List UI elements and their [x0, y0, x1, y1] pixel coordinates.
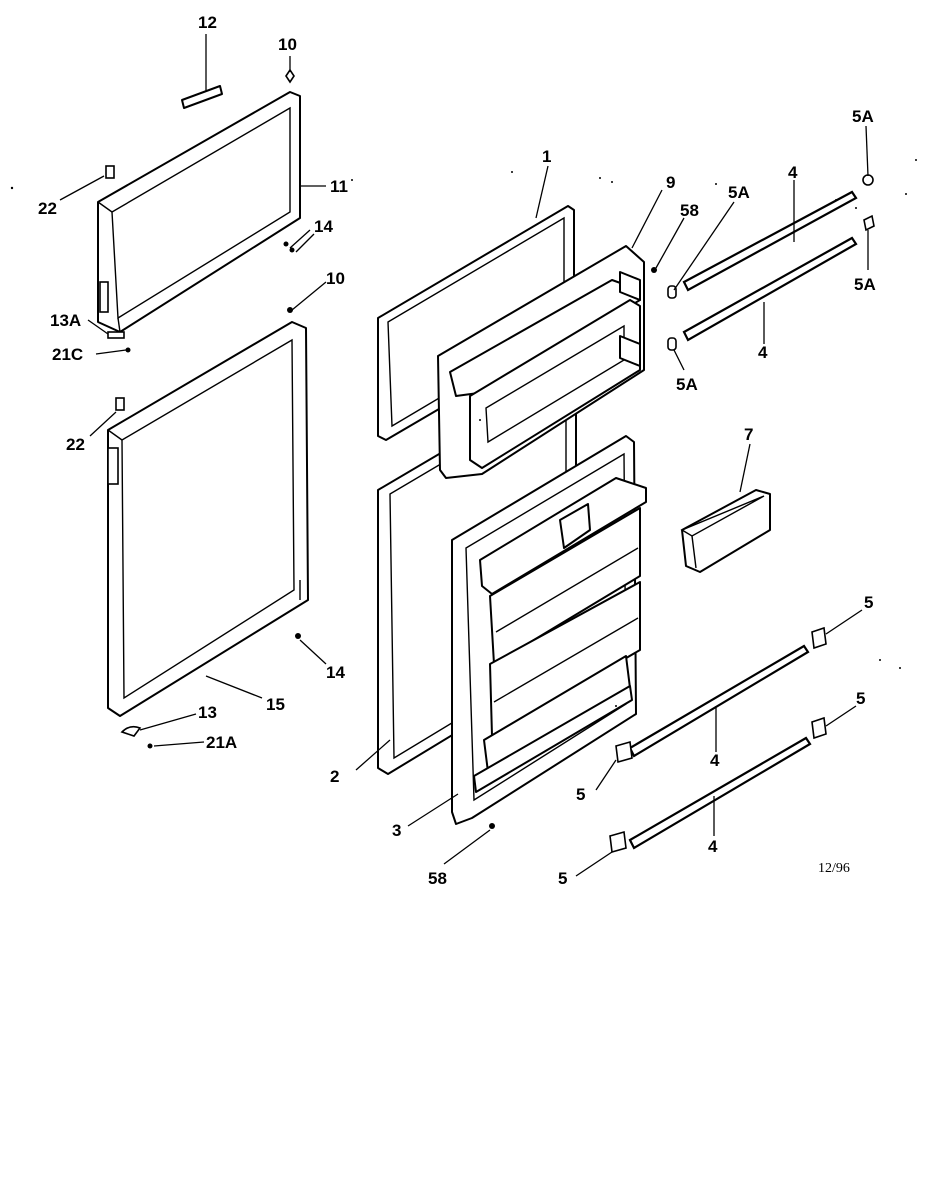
label-4-bottom: 4 — [708, 837, 718, 856]
label-21C: 21C — [52, 345, 83, 364]
label-5-third: 5 — [576, 785, 585, 804]
part-5-end-caps — [609, 626, 827, 854]
part-4-trim-strip-upper-a — [682, 190, 858, 292]
label-13: 13 — [198, 703, 217, 722]
label-14-top: 14 — [314, 217, 333, 236]
part-12-nameplate — [181, 85, 223, 109]
part-15-lower-door-frame — [107, 321, 309, 717]
label-5-second: 5 — [856, 689, 865, 708]
label-1: 1 — [542, 147, 551, 166]
label-5A-lower: 5A — [676, 375, 698, 394]
label-15: 15 — [266, 695, 285, 714]
label-10-top: 10 — [278, 35, 297, 54]
label-10-mid: 10 — [326, 269, 345, 288]
label-11: 11 — [330, 177, 348, 196]
part-3-lower-door-liner — [451, 435, 647, 825]
part-4-trim-strip-upper-b — [682, 236, 858, 342]
part-11-upper-door-frame — [97, 91, 301, 333]
label-4-third: 4 — [710, 751, 720, 770]
label-5-first: 5 — [864, 593, 873, 612]
label-5-bottom: 5 — [558, 869, 567, 888]
scan-speckle — [10, 159, 917, 707]
label-58-bottom: 58 — [428, 869, 447, 888]
date-code: 12/96 — [818, 861, 850, 876]
label-4-top: 4 — [788, 163, 798, 182]
label-13A: 13A — [50, 311, 81, 330]
part-9-upper-door-liner — [437, 245, 645, 479]
label-3: 3 — [392, 821, 401, 840]
label-22-top: 22 — [38, 199, 57, 218]
part-4-trim-strip-lower-a — [628, 644, 810, 758]
label-9: 9 — [666, 173, 675, 192]
label-14-bottom: 14 — [326, 663, 345, 682]
label-22-mid: 22 — [66, 435, 85, 454]
label-2: 2 — [330, 767, 339, 786]
hardware-fasteners — [105, 68, 657, 829]
label-12: 12 — [198, 13, 217, 32]
leader-lines — [59, 34, 869, 877]
part-4-trim-strip-lower-b — [628, 736, 812, 850]
label-21A: 21A — [206, 733, 237, 752]
part-labels: 12 10 11 22 14 10 13A 21C 22 14 15 13 21… — [38, 13, 876, 888]
label-7: 7 — [744, 425, 753, 444]
label-4-second: 4 — [758, 343, 768, 362]
part-7-door-bin — [680, 489, 771, 573]
label-5A-upper: 5A — [728, 183, 750, 202]
label-5A-top-right: 5A — [852, 107, 874, 126]
label-5A-right: 5A — [854, 275, 876, 294]
label-58-top: 58 — [680, 201, 699, 220]
